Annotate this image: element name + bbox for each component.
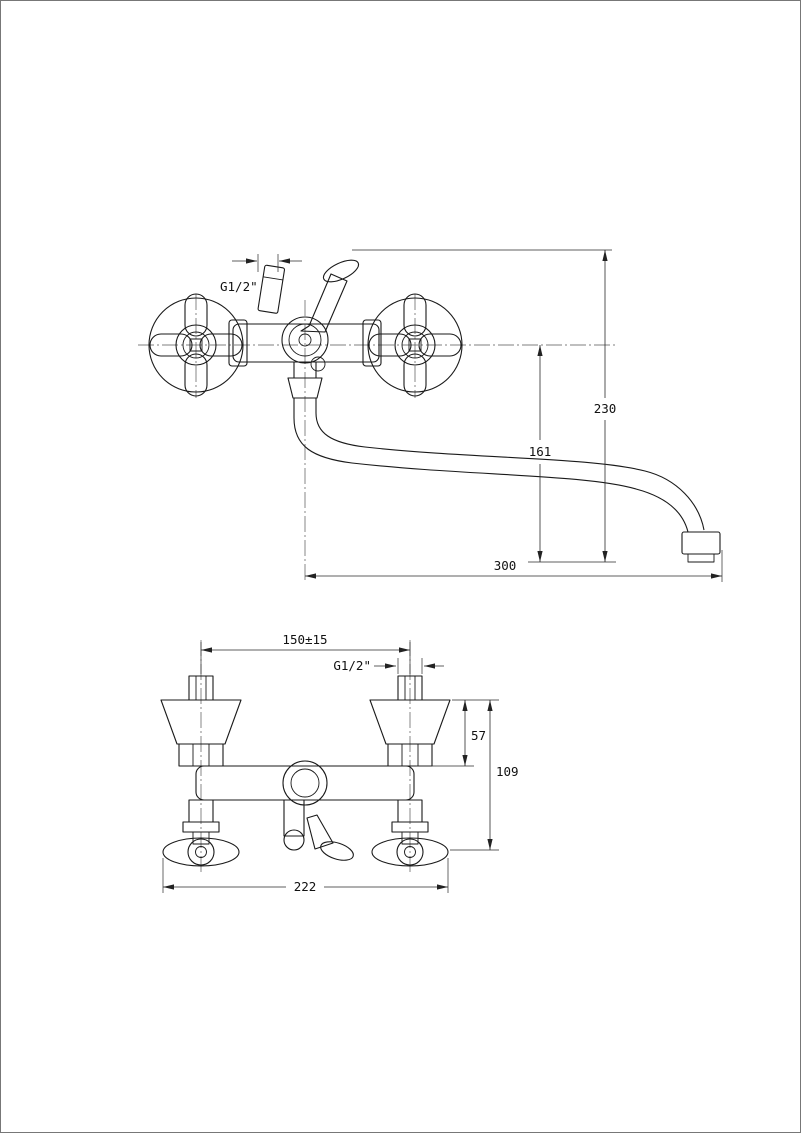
dim-top-thread-label: G1/2" [333, 658, 371, 673]
top-lever-paddle [320, 841, 354, 861]
front-spout-outlet-nut [681, 531, 721, 555]
front-spout [287, 361, 721, 563]
top-left-handle-assembly [160, 675, 242, 867]
top-centerlines [200, 640, 411, 872]
dim-top-body-offset-label: 57 [471, 728, 486, 743]
front-left-handle [148, 293, 244, 397]
top-view: 150±15 G1/2" 57 109 222 [160, 632, 519, 894]
front-view: G1/2" 230 161 300 [138, 249, 723, 582]
dim-top-overall-width-label: 222 [294, 879, 317, 894]
top-right-cross-handle [371, 837, 449, 867]
top-center-details [283, 799, 354, 861]
dim-top-handle-centers-label: 150±15 [282, 632, 327, 647]
front-centerlines [138, 294, 618, 582]
dim-front-total-height-label: 230 [594, 401, 617, 416]
front-lever [300, 259, 360, 333]
dim-front-thread-label: G1/2" [220, 279, 258, 294]
front-body [228, 316, 382, 372]
front-spout-aerator [687, 553, 715, 563]
front-diverter-knob [310, 356, 326, 372]
dim-front-spout-reach-label: 300 [494, 558, 517, 573]
front-dimensions: G1/2" 230 161 300 [220, 249, 723, 582]
dim-top-overall-depth-label: 109 [496, 764, 519, 779]
front-right-handle [367, 293, 463, 397]
top-right-escutcheon [369, 699, 451, 745]
top-lever-arm [306, 814, 334, 850]
top-dimensions: 150±15 G1/2" 57 109 222 [162, 632, 519, 894]
dim-front-spout-height-label: 161 [529, 444, 552, 459]
top-spout-cylinder [283, 799, 305, 837]
top-right-handle-assembly [369, 675, 451, 867]
front-shower-outlet-stub [257, 264, 286, 314]
top-body [195, 760, 415, 806]
top-left-cross-handle [162, 837, 240, 867]
top-left-escutcheon [160, 699, 242, 745]
